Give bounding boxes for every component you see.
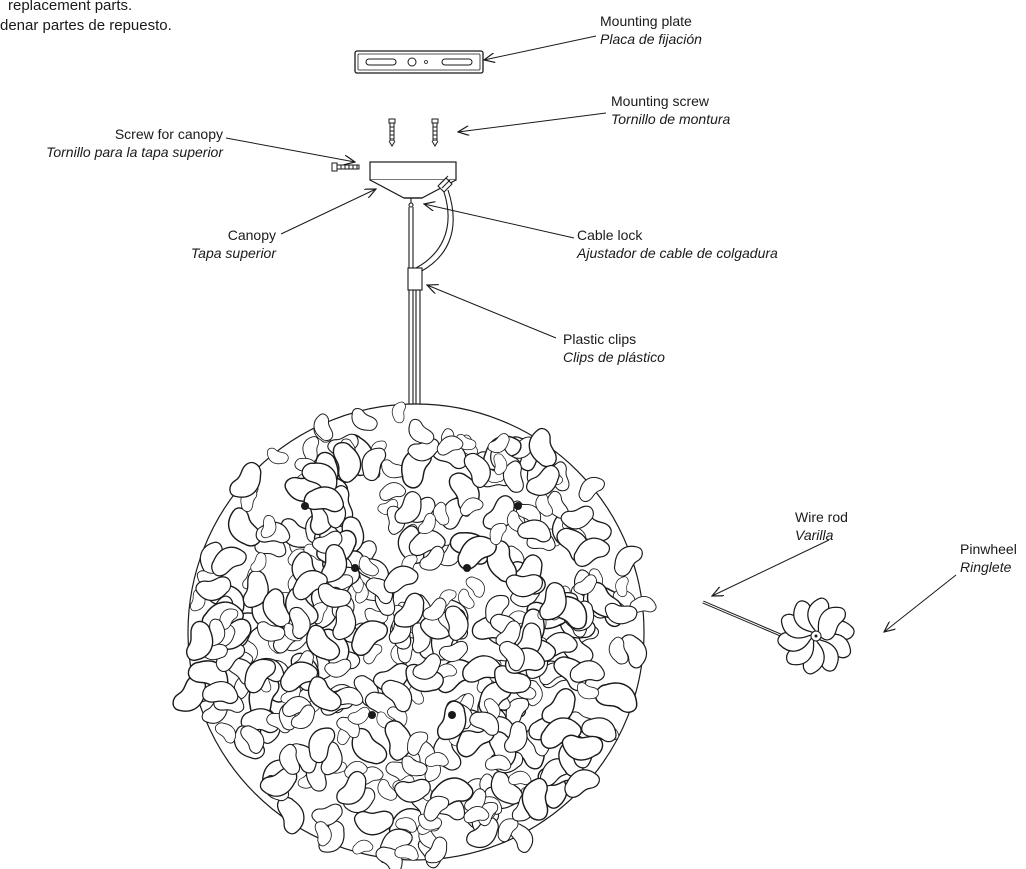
arrow-screw-canopy [225, 137, 355, 162]
screw-dot [301, 502, 309, 510]
label-plastic-clips-es: Clips de plástico [563, 349, 665, 365]
label-screw-for-canopy-es: Tornillo para la tapa superior [46, 144, 223, 160]
label-wire-rod-es: Varilla [795, 527, 834, 543]
screw-dot [351, 564, 359, 572]
arrow-mounting-screw [458, 112, 607, 132]
pendant-sphere [164, 398, 660, 869]
label-pinwheel-en: Pinwheel [960, 541, 1017, 557]
label-mounting-plate-es: Placa de fijación [600, 31, 702, 47]
label-plastic-clips: Plastic clips Clips de plástico [563, 330, 665, 366]
cord-connector [437, 175, 453, 193]
label-plastic-clips-en: Plastic clips [563, 331, 637, 347]
label-wire-rod-en: Wire rod [795, 509, 848, 525]
note-line-2: denar partes de repuesto. [0, 17, 172, 34]
arrow-plastic-clips [427, 285, 557, 339]
screw-dot [368, 711, 376, 719]
label-cable-lock-es: Ajustador de cable de colgadura [577, 245, 778, 261]
label-canopy-es: Tapa superior [190, 245, 276, 261]
label-mounting-screw: Mounting screw Tornillo de montura [611, 92, 730, 128]
canopy [369, 161, 457, 199]
label-screw-for-canopy-en: Screw for canopy [114, 126, 223, 142]
label-wire-rod: Wire rod Varilla [795, 508, 848, 544]
screw-dot [448, 711, 456, 719]
arrow-wire-rod [712, 539, 830, 596]
mounting-plate [354, 50, 484, 74]
label-screw-for-canopy: Screw for canopy Tornillo para la tapa s… [46, 125, 223, 161]
note-line-1: replacement parts. [8, 0, 133, 14]
label-cable-lock-en: Cable lock [577, 227, 643, 243]
label-pinwheel-es: Ringlete [960, 559, 1012, 575]
label-cable-lock: Cable lock Ajustador de cable de colgadu… [577, 226, 778, 262]
label-mounting-plate: Mounting plate Placa de fijación [600, 12, 702, 48]
label-canopy: Canopy Tapa superior [191, 226, 276, 262]
mounting-screws [388, 118, 439, 147]
label-mounting-screw-en: Mounting screw [611, 93, 710, 109]
label-mounting-plate-en: Mounting plate [600, 13, 692, 29]
screw-dot [514, 502, 522, 510]
pinwheel [775, 594, 857, 678]
arrow-mounting-plate [484, 35, 597, 60]
canopy-screw [331, 162, 360, 172]
instruction-note: replacement parts. denar partes de repue… [0, 0, 172, 36]
hanging-cables [407, 189, 454, 407]
label-mounting-screw-es: Tornillo de montura [611, 111, 731, 127]
label-canopy-en: Canopy [227, 227, 276, 243]
arrow-pinwheel [884, 574, 957, 632]
arrow-cable-lock [424, 204, 575, 239]
arrow-canopy [280, 189, 376, 235]
screw-dot [463, 564, 471, 572]
label-pinwheel: Pinwheel Ringlete [960, 540, 1017, 576]
